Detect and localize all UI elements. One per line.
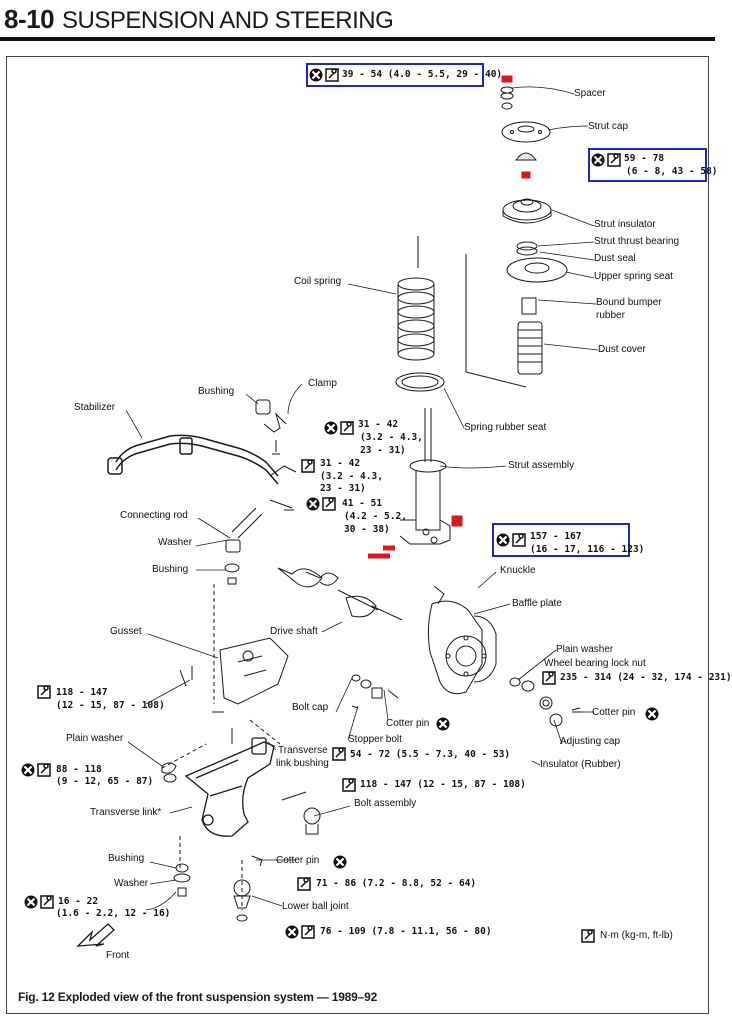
stabilizer-bar bbox=[107, 434, 279, 485]
label-bushing-top: Bushing bbox=[198, 386, 235, 397]
torque-conn-3: 23 - 31) bbox=[320, 483, 366, 494]
torque-clamp-1: 31 - 42 bbox=[358, 419, 399, 430]
bolt-assembly-part bbox=[303, 807, 321, 835]
bumper-dust-cover bbox=[517, 297, 543, 375]
label-spacer: Spacer bbox=[574, 88, 606, 99]
strut-assembly-part bbox=[399, 408, 451, 545]
label-clamp: Clamp bbox=[308, 378, 337, 389]
figure-frame bbox=[6, 56, 709, 1014]
torque-conn-1: 31 - 42 bbox=[320, 458, 361, 469]
label-bound-bumper: Bound bumper bbox=[596, 297, 662, 308]
spacer-nut bbox=[500, 75, 514, 110]
label-front: Front bbox=[106, 950, 130, 961]
upper-spring-seat-part bbox=[506, 257, 568, 283]
torque-conn-2: (3.2 - 4.3, bbox=[320, 471, 383, 482]
label-cotter-pin-right: Cotter pin bbox=[592, 707, 636, 718]
torque-box-knuckle bbox=[492, 523, 630, 557]
label-strut-cap: Strut cap bbox=[588, 121, 629, 132]
strut-cap-nut bbox=[521, 171, 531, 179]
drive-shaft-part bbox=[277, 567, 403, 621]
label-transverse-link: Transverse link* bbox=[90, 807, 162, 818]
strut-cap-part bbox=[501, 121, 551, 143]
spring-rubber-seat-part bbox=[395, 372, 445, 392]
label-bolt-assembly: Bolt assembly bbox=[354, 798, 417, 809]
label-bushing-mid: Bushing bbox=[152, 564, 189, 575]
label-knuckle: Knuckle bbox=[500, 565, 536, 576]
torque-balljoint: 71 - 86 (7.2 - 8.8, 52 - 64) bbox=[316, 878, 477, 889]
label-plain-washer-right: Plain washer bbox=[556, 644, 614, 655]
label-wheel-bearing-lock-nut: Wheel bearing lock nut bbox=[544, 658, 646, 669]
label-transverse: Transverse bbox=[278, 745, 328, 756]
stabilizer-bushing-clamp bbox=[255, 399, 287, 455]
torque-gusset-2: (12 - 15, 87 - 108) bbox=[56, 700, 165, 711]
figure-caption: Fig. 12 Exploded view of the front suspe… bbox=[18, 990, 378, 1004]
connecting-rod-part bbox=[224, 507, 263, 585]
exploded-diagram bbox=[20, 67, 660, 947]
torque-box-top bbox=[306, 63, 484, 87]
knuckle-hub-part bbox=[427, 600, 497, 695]
torque-clamp-2: (3.2 - 4.3, bbox=[360, 432, 423, 443]
label-legend-unit: N·m (kg-m, ft-lb) bbox=[600, 930, 673, 941]
torque-rod-2: (4.2 - 5.2, bbox=[344, 511, 407, 522]
page-number: 8-10 bbox=[4, 4, 55, 34]
label-insulator-rubber: Insulator (Rubber) bbox=[540, 759, 621, 770]
header-rule bbox=[0, 37, 715, 41]
torque-plainwasher-1: 88 - 118 bbox=[56, 764, 102, 775]
coil-spring-part bbox=[397, 277, 435, 361]
front-arrow-icon bbox=[76, 923, 115, 947]
label-dust-seal: Dust seal bbox=[594, 253, 636, 264]
label-upper-spring-seat: Upper spring seat bbox=[594, 271, 673, 282]
label-strut-assembly: Strut assembly bbox=[508, 460, 575, 471]
torque-rod-1: 41 - 51 bbox=[342, 498, 383, 509]
label-cotter-pin-mid: Cotter pin bbox=[386, 718, 430, 729]
label-lower-ball-joint: Lower ball joint bbox=[282, 901, 349, 912]
label-cotter-pin-low: Cotter pin bbox=[276, 855, 320, 866]
torque-locknut: 235 - 314 (24 - 32, 174 - 231) bbox=[560, 672, 732, 683]
label-stabilizer: Stabilizer bbox=[74, 402, 116, 413]
torque-knuckle-1: 157 - 167 bbox=[530, 531, 582, 542]
torque-clamp-3: 23 - 31) bbox=[360, 445, 406, 456]
torque-strut-cap-1: 59 - 78 bbox=[624, 153, 665, 164]
torque-knuckle-2: (16 - 17, 116 - 123) bbox=[530, 544, 645, 555]
label-baffle-plate: Baffle plate bbox=[512, 598, 562, 609]
torque-lower: 76 - 109 (7.8 - 11.1, 56 - 80) bbox=[320, 926, 492, 937]
torque-gusset-1: 118 - 147 bbox=[56, 687, 108, 698]
label-dust-cover: Dust cover bbox=[598, 344, 646, 355]
torque-plainwasher-2: (9 - 12, 65 - 87) bbox=[56, 776, 154, 787]
torque-stopper: 54 - 72 (5.5 - 7.3, 40 - 53) bbox=[350, 749, 511, 760]
label-washer-low: Washer bbox=[114, 878, 149, 889]
label-strut-insulator: Strut insulator bbox=[594, 219, 656, 230]
label-link-bushing: link bushing bbox=[276, 758, 329, 769]
label-washer-mid: Washer bbox=[158, 537, 193, 548]
label-spring-rubber-seat: Spring rubber seat bbox=[464, 422, 547, 433]
label-stopper-bolt: Stopper bolt bbox=[348, 734, 402, 745]
label-connecting-rod: Connecting rod bbox=[120, 510, 188, 521]
label-coil-spring: Coil spring bbox=[294, 276, 342, 287]
page-header: 8-10 SUSPENSION AND STEERING bbox=[4, 4, 394, 36]
label-strut-thrust-bearing: Strut thrust bearing bbox=[594, 236, 680, 247]
torque-strut-cap-2: (6 - 8, 43 - 58) bbox=[626, 166, 718, 177]
page-title: SUSPENSION AND STEERING bbox=[62, 7, 394, 34]
label-bolt-cap: Bolt cap bbox=[292, 702, 329, 713]
torque-bushing-low-1: 16 - 22 bbox=[58, 896, 99, 907]
label-adjusting-cap: Adjusting cap bbox=[560, 736, 621, 747]
gusset-part bbox=[219, 637, 289, 705]
torque-top: 39 - 54 (4.0 - 5.5, 29 - 40) bbox=[342, 69, 503, 80]
torque-box-strut-cap bbox=[588, 148, 707, 182]
transverse-link-part bbox=[184, 737, 275, 837]
label-drive-shaft: Drive shaft bbox=[270, 626, 318, 637]
torque-bolt-assy: 118 - 147 (12 - 15, 87 - 108) bbox=[360, 779, 526, 790]
label-bushing-low: Bushing bbox=[108, 853, 145, 864]
label-plain-washer-left: Plain washer bbox=[66, 733, 124, 744]
lower-ball-joint-part bbox=[233, 879, 251, 922]
label-bound-bumper-rubber: rubber bbox=[596, 310, 625, 321]
torque-bushing-low-2: (1.6 - 2.2, 12 - 16) bbox=[56, 908, 171, 919]
label-gusset: Gusset bbox=[110, 626, 142, 637]
strut-insulator-part bbox=[502, 198, 552, 224]
torque-rod-3: 30 - 38) bbox=[344, 524, 390, 535]
